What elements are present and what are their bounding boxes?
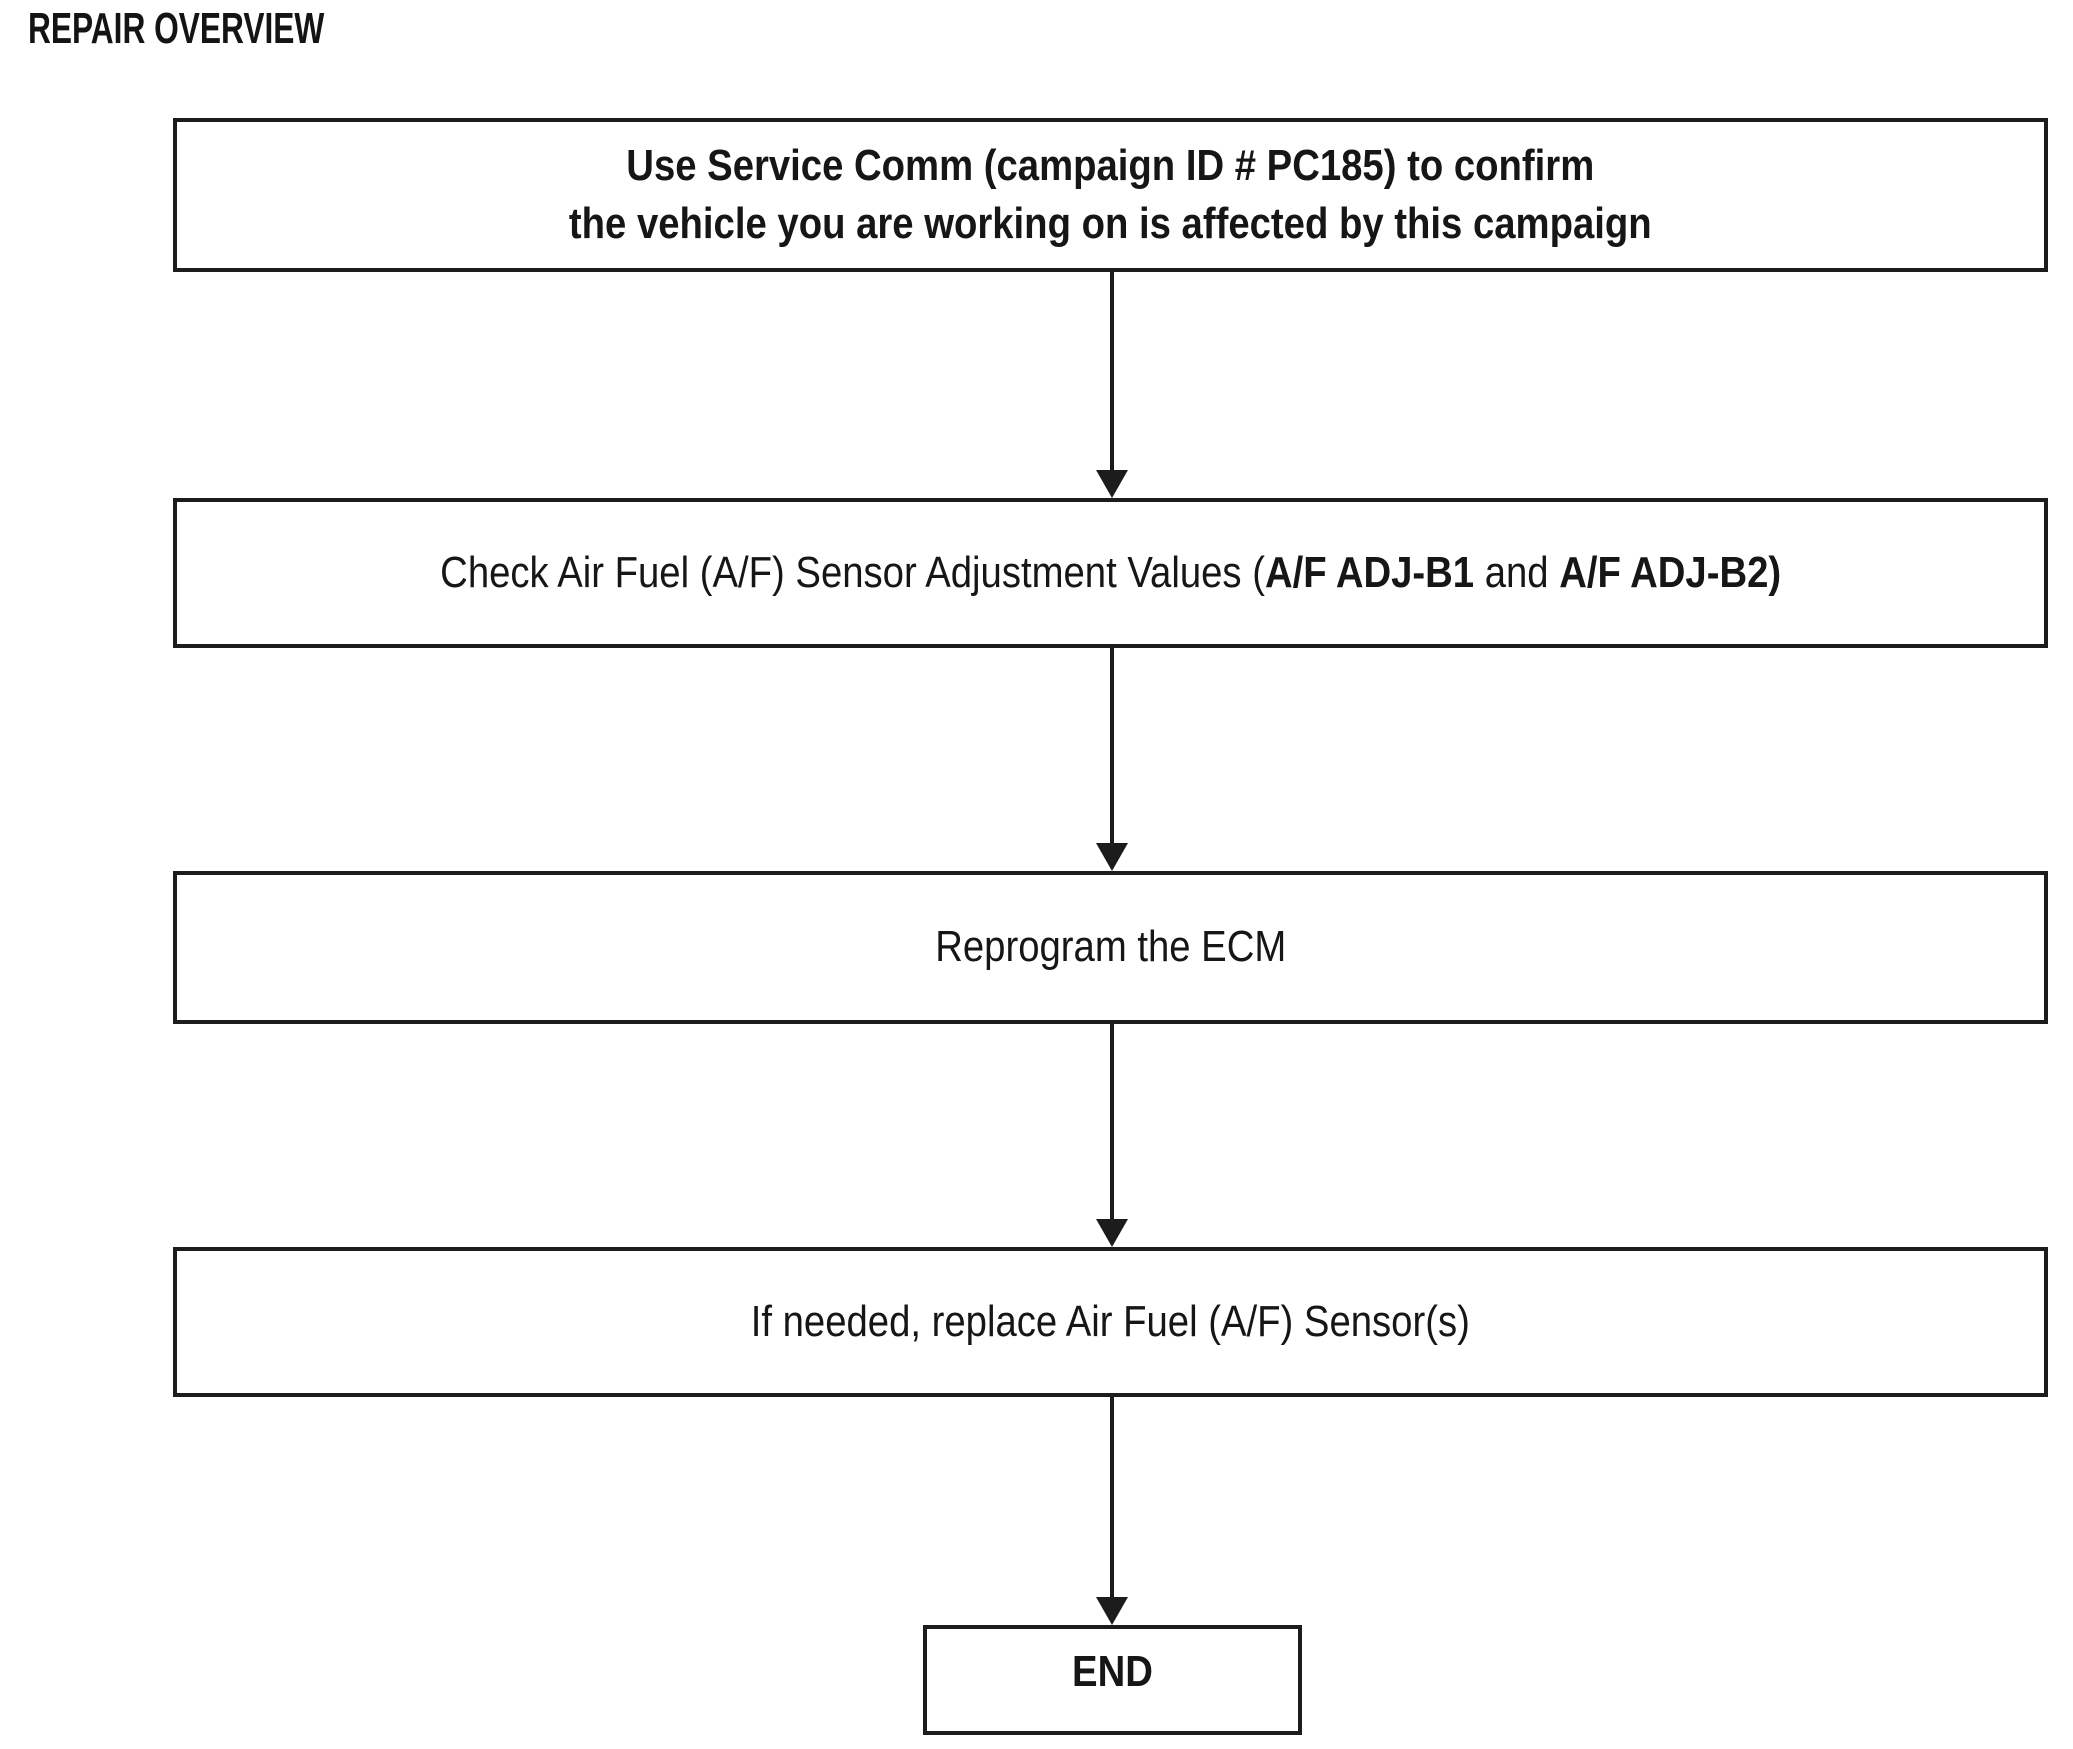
arrow-shaft — [1110, 1397, 1114, 1601]
node-text: END — [1072, 1646, 1153, 1696]
arrow-step1-to-step2 — [1096, 272, 1128, 498]
node-text: If needed, replace Air Fuel (A/F) Sensor… — [750, 1296, 1471, 1346]
arrow-step3-to-step4 — [1096, 1024, 1128, 1247]
flow-node-reprogram-ecm: Reprogram the ECM — [173, 871, 2048, 1024]
text-segment: Check Air Fuel (A/F) Sensor Adjustment V… — [440, 547, 1265, 597]
node-text: Use Service Comm (campaign ID # PC185) t… — [569, 137, 1652, 253]
text-segment: and — [1473, 547, 1560, 597]
arrow-step4-to-end — [1096, 1397, 1128, 1625]
arrow-shaft — [1110, 272, 1114, 474]
arrow-shaft — [1110, 647, 1114, 847]
flow-node-replace-af-sensors: If needed, replace Air Fuel (A/F) Sensor… — [173, 1247, 2048, 1397]
flow-node-end: END — [923, 1625, 1302, 1735]
node-text-line-2: the vehicle you are working on is affect… — [569, 199, 1652, 248]
flow-node-confirm-campaign: Use Service Comm (campaign ID # PC185) t… — [173, 118, 2048, 272]
node-text-line-1: Use Service Comm (campaign ID # PC185) t… — [626, 140, 1595, 190]
arrow-down-icon — [1096, 1597, 1128, 1625]
arrow-down-icon — [1096, 470, 1128, 498]
text-segment-bold: A/F ADJ-B2) — [1559, 547, 1781, 597]
text-segment-bold: A/F ADJ-B1 — [1264, 547, 1474, 597]
flow-node-check-af-adjustment-values: Check Air Fuel (A/F) Sensor Adjustment V… — [173, 498, 2048, 648]
arrow-step2-to-step3 — [1096, 647, 1128, 871]
arrow-down-icon — [1096, 1219, 1128, 1247]
node-text: Reprogram the ECM — [934, 922, 1287, 972]
arrow-down-icon — [1096, 843, 1128, 871]
node-text: Check Air Fuel (A/F) Sensor Adjustment V… — [440, 544, 1781, 602]
arrow-shaft — [1110, 1024, 1114, 1223]
page-title: REPAIR OVERVIEW — [28, 4, 325, 53]
